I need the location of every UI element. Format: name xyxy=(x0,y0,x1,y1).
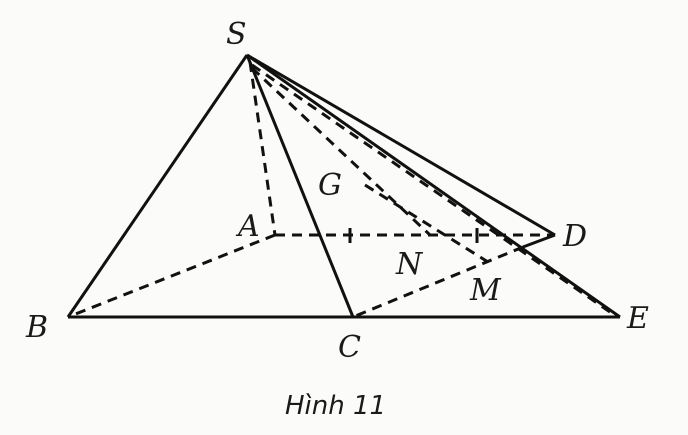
edge-SC xyxy=(245,54,355,318)
label-D: D xyxy=(562,219,587,254)
label-N: N xyxy=(395,247,424,282)
line-SE-hidden xyxy=(251,63,611,314)
label-G: G xyxy=(318,168,342,203)
hidden-edges xyxy=(67,61,611,319)
label-M: M xyxy=(469,273,502,308)
label-C: C xyxy=(338,330,361,365)
label-A: A xyxy=(235,209,260,244)
edge-SB xyxy=(66,54,249,318)
label-E: E xyxy=(626,301,649,336)
edge-AB xyxy=(67,233,276,319)
edge-SE xyxy=(246,53,621,319)
solid-edges xyxy=(66,53,621,319)
label-B: B xyxy=(25,310,48,345)
label-S: S xyxy=(226,17,247,52)
line-SN xyxy=(250,66,432,237)
edge-SA xyxy=(248,61,277,236)
line-GM xyxy=(364,183,489,264)
figure-caption: Hình 11 xyxy=(285,391,386,421)
edge-SD xyxy=(246,53,556,237)
edge-D-partial xyxy=(522,233,556,249)
edge-CD xyxy=(352,245,524,319)
